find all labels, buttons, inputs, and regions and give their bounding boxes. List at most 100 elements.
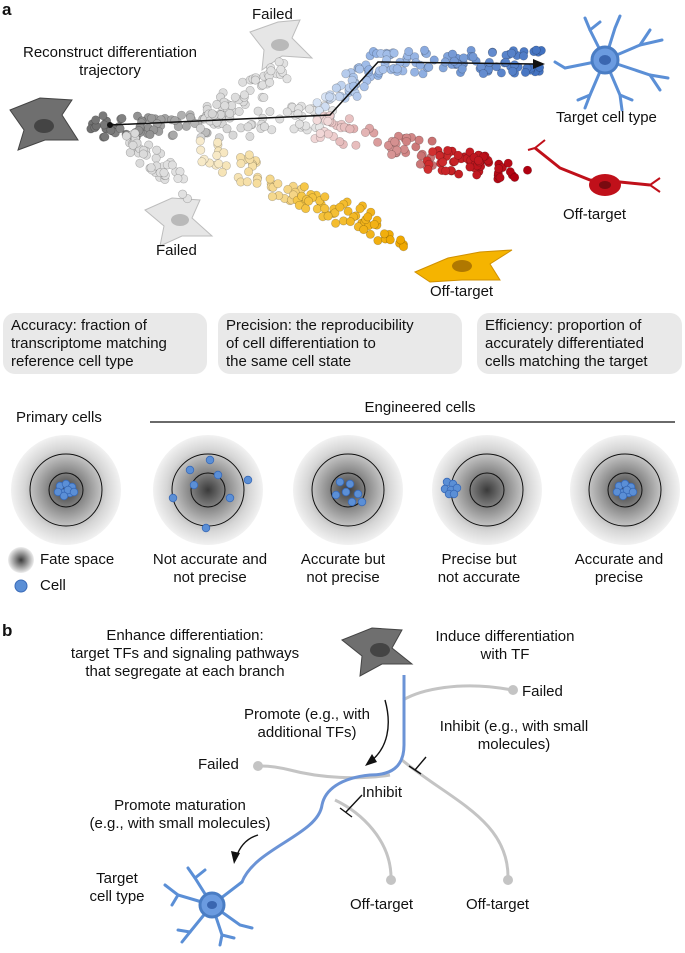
cell-dot xyxy=(373,137,383,147)
cell-dot xyxy=(335,202,345,212)
maturation-arrow xyxy=(231,834,259,864)
cell-dot xyxy=(267,125,277,135)
failed-left-b-label: Failed xyxy=(198,756,239,773)
cell-dot xyxy=(222,124,232,134)
cell-dot xyxy=(320,204,330,214)
cell-dot xyxy=(410,67,420,77)
cell-dot xyxy=(335,477,345,487)
cell-dot xyxy=(468,52,478,62)
cell-dot xyxy=(304,196,314,206)
cell-dot xyxy=(618,491,628,501)
accuracy-definition: Accuracy: fraction of transcriptome matc… xyxy=(3,313,207,374)
cell-dot xyxy=(205,455,215,465)
cell-dot xyxy=(267,192,277,202)
fate-targets xyxy=(11,435,680,545)
cell-dot xyxy=(98,111,108,121)
legend-cell-icon xyxy=(14,579,28,593)
cell-dot xyxy=(387,150,397,160)
cell-dot xyxy=(345,124,355,134)
cell-dot xyxy=(449,56,459,66)
offtarget-middle-label: Off-target xyxy=(350,896,414,913)
cell-dot xyxy=(628,487,638,497)
enhance-differentiation-label: Enhance differentiation: target TFs and … xyxy=(70,627,300,680)
cell-dot xyxy=(415,159,425,169)
cell-dot xyxy=(443,145,453,155)
cell-dot xyxy=(352,91,362,101)
cell-dot xyxy=(612,487,622,497)
cell-dot xyxy=(239,90,249,100)
cell-dot xyxy=(345,217,355,227)
cell-dot xyxy=(494,164,504,174)
cell-dot xyxy=(379,229,389,239)
cell-dot xyxy=(228,130,238,140)
inner-ring xyxy=(48,472,84,508)
cell-dot xyxy=(168,130,178,140)
caption-accurate-not-precise: Accurate but not precise xyxy=(300,551,386,586)
cell-dot xyxy=(220,101,230,111)
cell-dot xyxy=(238,77,248,87)
cell-dot xyxy=(167,160,177,170)
cell-dot xyxy=(508,66,518,76)
cell-dot xyxy=(423,165,433,175)
cell-dot xyxy=(225,493,235,503)
cell-dot xyxy=(510,172,520,182)
cell-dot xyxy=(324,92,334,102)
cell-dot xyxy=(320,192,330,202)
cell-dot xyxy=(341,487,351,497)
offtarget-right-label: Off-target xyxy=(466,896,530,913)
cell-dot xyxy=(201,523,211,533)
cell-dot xyxy=(117,113,127,123)
trajectory-arrow xyxy=(107,59,545,128)
cell-dot xyxy=(531,45,541,55)
cell-dot xyxy=(301,204,311,214)
cell-dot xyxy=(519,51,529,61)
cell-dot xyxy=(168,493,178,503)
branch-offtarget-middle xyxy=(334,798,396,885)
cell-dot xyxy=(234,107,244,117)
cell-dot xyxy=(487,48,497,58)
cell-dot xyxy=(245,131,255,141)
fate-space-disc xyxy=(432,435,542,545)
cell-dot xyxy=(197,157,207,167)
target-neuron-b-icon xyxy=(163,866,254,947)
trajectory-title: Reconstruct differentiation trajectory xyxy=(23,44,197,79)
cell-dot xyxy=(195,123,205,133)
induce-differentiation-label: Induce differentiation with TF xyxy=(435,628,575,663)
failed-right-label: Failed xyxy=(522,683,563,700)
cell-dot xyxy=(189,480,199,490)
cell-dot xyxy=(173,174,183,184)
cell-dot xyxy=(323,211,333,221)
cell-dot xyxy=(177,110,187,120)
cell-dot xyxy=(364,65,374,75)
cell-dot xyxy=(501,57,511,67)
cell-dot xyxy=(491,62,501,72)
cell-dot xyxy=(331,218,341,228)
cell-dot xyxy=(315,128,325,138)
start-cell-icon xyxy=(9,97,79,151)
cell-dot xyxy=(365,229,375,239)
cell-dot xyxy=(428,147,438,157)
inner-ring xyxy=(330,472,366,508)
fate-space-disc xyxy=(153,435,263,545)
cell-dot xyxy=(59,491,69,501)
cell-dot xyxy=(69,487,79,497)
cell-dot xyxy=(299,182,309,192)
cell-dot xyxy=(424,62,434,72)
cell-dot xyxy=(353,489,363,499)
cell-dot xyxy=(212,99,222,109)
cell-dot xyxy=(484,57,494,67)
cell-dot xyxy=(304,104,314,114)
failed-left-label: Failed xyxy=(156,242,197,259)
cell-dot xyxy=(250,75,260,85)
offtarget-red-cell-icon xyxy=(527,139,661,196)
cell-dot xyxy=(465,162,475,172)
cell-dot xyxy=(505,167,515,177)
cell-dot xyxy=(389,48,399,58)
cell-dot xyxy=(214,159,224,169)
cell-dot xyxy=(312,98,322,108)
cell-dot xyxy=(245,86,255,96)
target-cell-type-label: Target cell type xyxy=(556,109,657,126)
cell-dot xyxy=(357,497,367,507)
cell-dot xyxy=(344,114,354,124)
cell-dot xyxy=(378,65,388,75)
